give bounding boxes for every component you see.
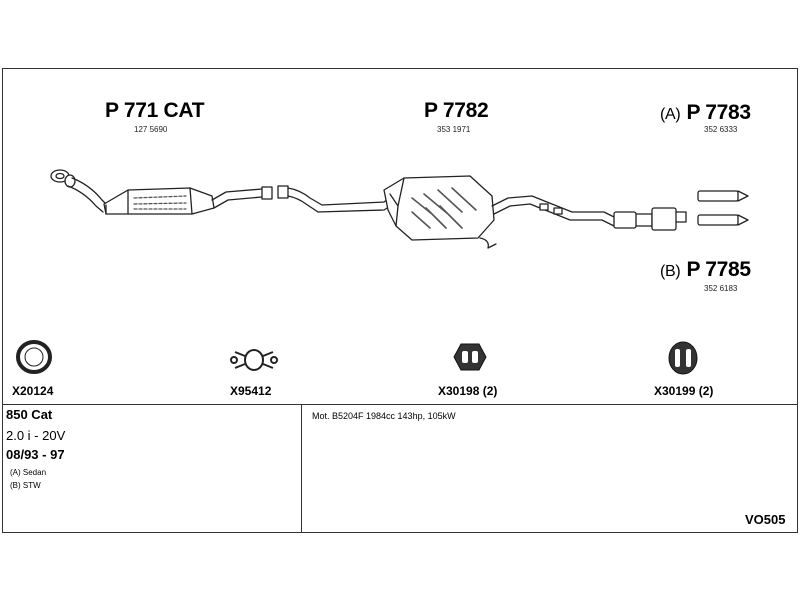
middle-silencer-icon <box>383 175 497 249</box>
vehicle-variant-a: (A) Sedan <box>10 468 47 477</box>
accessory-label-x20124: X20124 <box>12 384 54 398</box>
vehicle-years: 08/93 - 97 <box>6 447 65 462</box>
part-code-rear-a-text: P 7783 <box>686 101 751 124</box>
part-code-middle[interactable]: P 7782 <box>424 99 489 122</box>
accessory-label-x30199: X30199 (2) <box>654 384 714 398</box>
diagram-code: VO505 <box>745 512 786 527</box>
hex-rubber-mount-icon[interactable] <box>453 342 487 372</box>
vehicle-engine: 2.0 i - 20V <box>6 428 66 443</box>
vehicle-model: 850 Cat <box>6 407 53 422</box>
part-code-cat[interactable]: P 771 CAT <box>105 99 205 122</box>
catalytic-converter-icon <box>103 187 215 215</box>
motor-spec: Mot. B5204F 1984cc 143hp, 105kW <box>312 411 456 421</box>
part-code-rear-b[interactable]: (B) P 7785 <box>660 258 751 282</box>
part-number-rear-a: 352 6333 <box>704 125 738 134</box>
part-code-rear-b-text: P 7785 <box>686 258 751 281</box>
vehicle-variant-b: (B) STW <box>10 481 41 490</box>
diagram-frame <box>2 68 798 533</box>
pipe-clamp-icon[interactable] <box>229 346 279 374</box>
part-code-rear-a[interactable]: (A) P 7783 <box>660 101 751 125</box>
part-number-middle: 353 1971 <box>437 125 471 134</box>
variant-prefix-a: (A) <box>660 106 681 123</box>
tail-pipe-b-icon <box>697 214 749 226</box>
accessory-label-x95412: X95412 <box>230 384 272 398</box>
divider-horizontal <box>2 404 798 405</box>
variant-prefix-b: (B) <box>660 263 681 280</box>
tail-pipe-a-icon <box>697 190 749 202</box>
accessory-label-x30198: X30198 (2) <box>438 384 498 398</box>
ring-gasket-icon[interactable] <box>14 340 54 374</box>
divider-vertical <box>301 404 302 533</box>
front-flange-icon <box>50 169 76 188</box>
part-number-cat: 127 5690 <box>134 125 168 134</box>
rear-silencer-icon <box>613 207 687 231</box>
part-number-rear-b: 352 6183 <box>704 284 738 293</box>
oval-rubber-mount-icon[interactable] <box>667 340 699 376</box>
